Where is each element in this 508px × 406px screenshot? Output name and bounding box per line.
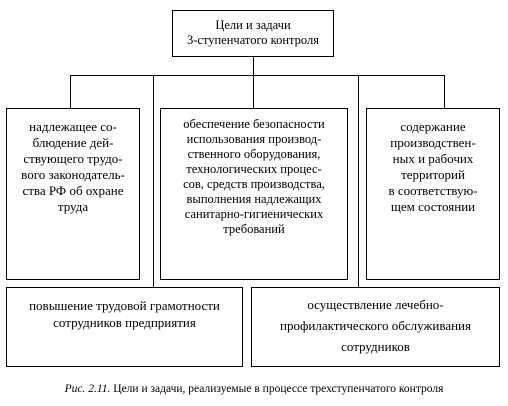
figure-caption: Рис. 2.11. Цели и задачи, реализуемые в … [0, 382, 508, 396]
branch-line: труда [57, 199, 89, 214]
branch-box-center: обеспечение безопасности использования п… [160, 108, 348, 280]
connector-middle-box [253, 75, 254, 108]
caption-number: Рис. 2.11. [64, 383, 111, 395]
branch-line: содержание [400, 119, 466, 134]
bottom-box-right: осуществление лечебно- профилактического… [251, 287, 500, 367]
bottom-line: профилактического обслуживания [280, 318, 471, 333]
connector-center [153, 75, 154, 287]
caption-text: Цели и задачи, реализуемые в процессе тр… [113, 383, 444, 395]
branch-line: требований [223, 222, 285, 236]
connector-left [70, 75, 71, 108]
branch-line: использования производ- [186, 132, 322, 146]
connector-right-center [358, 75, 359, 287]
branch-line: щем состоянии [390, 199, 476, 214]
branch-line: ствующего трудо- [23, 151, 123, 166]
branch-line: территорий [401, 167, 465, 182]
branch-box-left: надлежащее со- блюдение дей- ствующего т… [6, 108, 140, 280]
branch-line: в соответствую- [388, 183, 478, 198]
bottom-line: повышение трудовой грамотности [29, 298, 220, 313]
root-line: Цели и задачи [215, 18, 291, 32]
branch-line: выполнения надлежащих [186, 192, 322, 206]
branch-line: ственного оборудования, [187, 147, 321, 161]
branch-line: сов, средств производства, [183, 177, 325, 191]
branch-line: санитарно-гигиенических [184, 207, 324, 221]
branch-line: производствен- [390, 135, 476, 150]
bottom-line: сотрудников [341, 339, 410, 354]
root-line: 3-ступенчатого контроля [186, 33, 319, 47]
bottom-line: осуществление лечебно- [307, 297, 444, 312]
horizontal-connector [70, 75, 445, 76]
branch-line: обеспечение безопасности [183, 117, 325, 131]
branch-line: вого законодатель- [21, 167, 125, 182]
bottom-box-left: повышение трудовой грамотности сотрудник… [6, 287, 243, 367]
branch-box-right: содержание производствен- ных и рабочих … [366, 108, 500, 280]
branch-line: блюдение дей- [32, 135, 114, 150]
branch-line: технологических процес- [186, 162, 322, 176]
root-connector [253, 57, 254, 75]
branch-line: ства РФ об охране [22, 183, 124, 198]
branch-line: надлежащее со- [29, 119, 117, 134]
root-box: Цели и задачи 3-ступенчатого контроля [172, 10, 334, 57]
branch-line: ных и рабочих [392, 151, 474, 166]
bottom-line: сотрудников предприятия [53, 315, 196, 330]
connector-right [444, 75, 445, 108]
